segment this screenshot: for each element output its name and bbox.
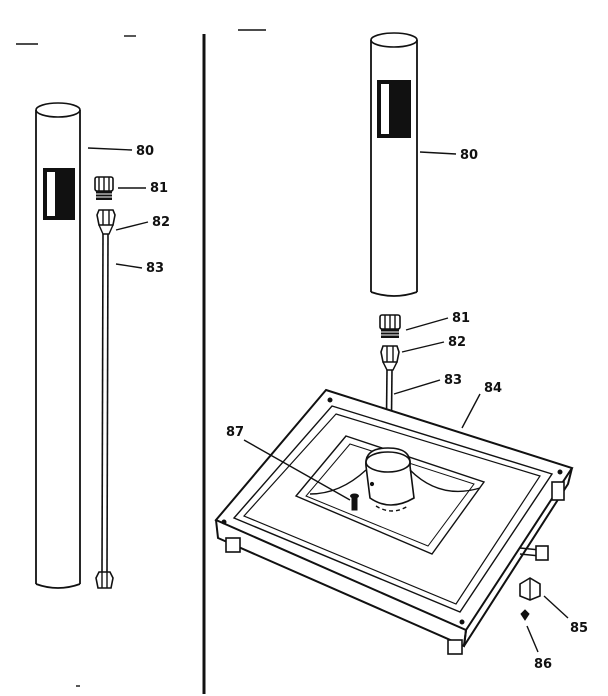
right-callout-82: 82 bbox=[448, 335, 466, 350]
right-callout-80: 80 bbox=[460, 148, 478, 163]
right-fitting-81 bbox=[379, 314, 401, 338]
right-callout-84: 84 bbox=[484, 381, 502, 396]
right-tube-80 bbox=[370, 32, 418, 297]
right-callout-83: 83 bbox=[444, 373, 462, 388]
right-callout-85: 85 bbox=[570, 621, 588, 636]
top-marks bbox=[16, 29, 266, 45]
burner-opening bbox=[309, 447, 481, 512]
base-plate-84 bbox=[214, 388, 574, 655]
screw-87 bbox=[350, 481, 375, 511]
right-callout-87: 87 bbox=[226, 425, 244, 440]
right-callout-86: 86 bbox=[534, 657, 552, 672]
right-nut-82 bbox=[380, 345, 400, 371]
left-callout-81: 81 bbox=[150, 181, 168, 196]
left-callout-80: 80 bbox=[136, 144, 154, 159]
left-nut-82 bbox=[96, 209, 116, 235]
left-tube-83 bbox=[95, 233, 114, 589]
left-tube-80 bbox=[35, 102, 81, 589]
right-callout-81: 81 bbox=[452, 311, 470, 326]
left-callout-82: 82 bbox=[152, 215, 170, 230]
washer-86 bbox=[520, 609, 530, 621]
fitting-85 bbox=[519, 577, 541, 601]
left-fitting-81 bbox=[94, 176, 114, 200]
left-callout-83: 83 bbox=[146, 261, 164, 276]
